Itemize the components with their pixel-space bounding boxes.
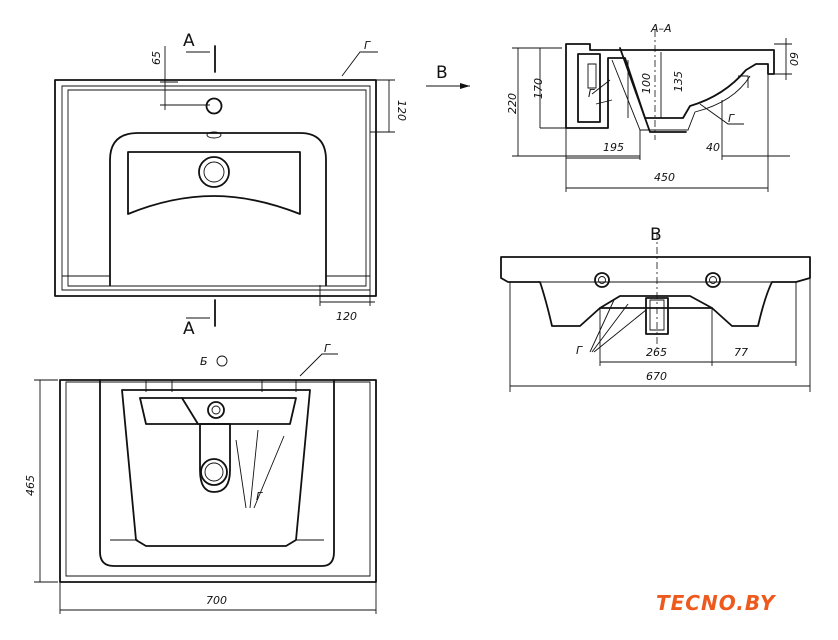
label-g-section-right: Г xyxy=(728,112,735,125)
label-g-top: Г xyxy=(364,39,371,52)
label-b: Б xyxy=(200,355,208,368)
front-view-b: B Г 265 77 670 xyxy=(500,225,811,392)
dim-120-bottom: 120 xyxy=(336,310,357,323)
dim-60: 60 xyxy=(787,52,800,66)
section-title: A–A xyxy=(650,22,672,35)
dim-700: 700 xyxy=(206,594,227,607)
logo-text: TECNO.BY xyxy=(656,591,777,615)
front-view-title: B xyxy=(650,225,662,245)
section-mark-top: A xyxy=(183,31,195,51)
dim-120-right: 120 xyxy=(395,100,408,121)
top-view: A A 65 120 120 Г xyxy=(54,31,408,339)
brand-logo: TECNO.BY xyxy=(656,591,777,615)
label-g-bottom-top: Г xyxy=(324,342,331,355)
view-arrow-b: B xyxy=(426,63,470,89)
section-mark-bottom: A xyxy=(183,319,195,339)
bottom-view: Б Г Г 465 700 xyxy=(24,342,377,614)
dim-670: 670 xyxy=(646,370,667,383)
label-g-front: Г xyxy=(576,344,583,357)
dim-450: 450 xyxy=(654,171,675,184)
dim-77: 77 xyxy=(734,346,748,359)
dim-100: 100 xyxy=(640,73,653,94)
dim-135: 135 xyxy=(672,71,685,92)
label-g-section-left: Г xyxy=(588,87,595,100)
label-g-bottom-inner: Г xyxy=(256,490,263,503)
dim-195: 195 xyxy=(603,141,624,154)
dim-220: 220 xyxy=(506,93,519,114)
section-view-a-a: A–A 220 170 100 135 60 195 40 450 Г Г xyxy=(506,22,800,192)
dim-265: 265 xyxy=(646,346,667,359)
view-b-label: B xyxy=(436,63,448,83)
dim-40: 40 xyxy=(706,141,720,154)
dim-65: 65 xyxy=(150,51,163,65)
dim-170: 170 xyxy=(532,78,545,99)
dim-465: 465 xyxy=(24,475,37,496)
